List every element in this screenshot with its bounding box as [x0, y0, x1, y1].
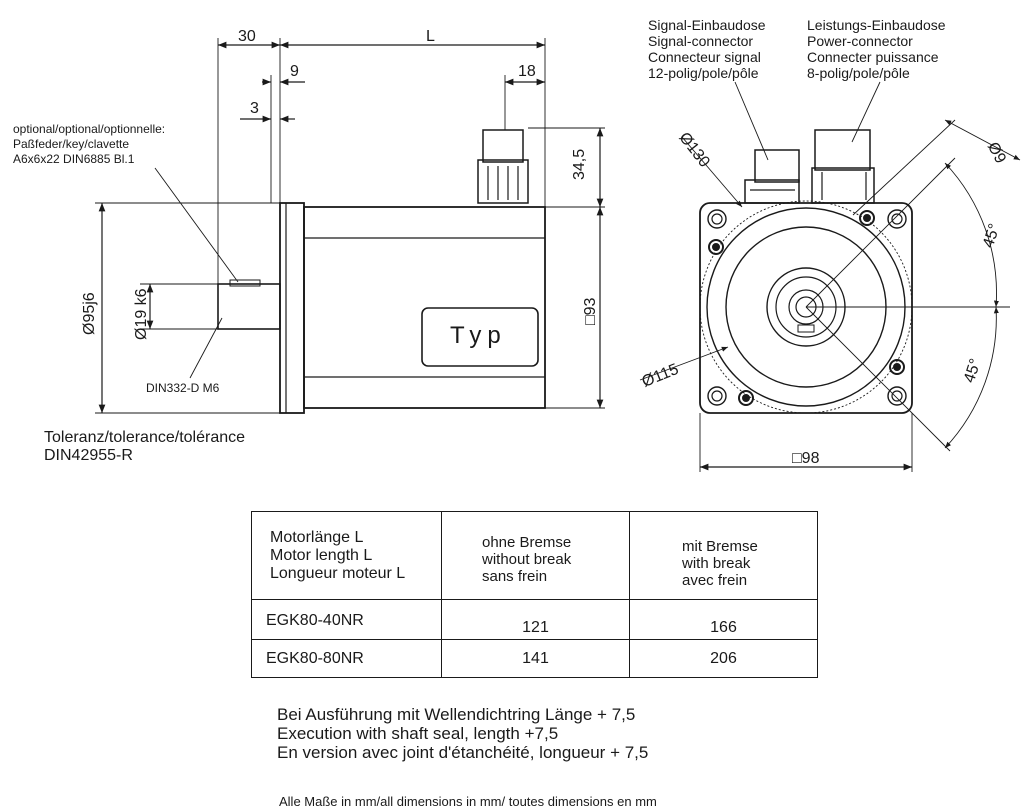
table-header-row: Motorlänge L Motor length L Longueur mot…: [251, 511, 818, 600]
header-line: mit Bremse: [682, 538, 758, 555]
angle-arc-bottom: [944, 306, 999, 449]
front-power-connector: [811, 129, 875, 204]
mounting-holes: [707, 209, 907, 406]
motor-front-view: [639, 81, 1021, 472]
dim-L-label: L: [426, 28, 435, 45]
header-line: ohne Bremse: [482, 534, 572, 551]
dim-93-label: □93: [582, 297, 599, 325]
dim-30-label: 30: [238, 28, 256, 45]
front-signal-connector: [744, 149, 800, 204]
key-note: optional/optional/optionnelle: Paßfeder/…: [13, 123, 165, 165]
shaft-key: [229, 279, 261, 287]
signal-connector-line: Signal-connector: [648, 33, 754, 49]
dim-98-label: □98: [792, 450, 820, 467]
header-without-brake: ohne Bremse without break sans frein: [441, 511, 630, 600]
type-plate-label: Typ: [450, 322, 507, 349]
shaft-seal-notes: Bei Ausführung mit Wellendichtring Länge…: [277, 705, 648, 762]
note-line: En version avec joint d'étanchéité, long…: [277, 743, 649, 762]
header-line: Longueur moteur L: [270, 565, 406, 582]
key-note-line: optional/optional/optionnelle:: [13, 122, 166, 136]
table-row: EGK80-80NR 141 206: [251, 639, 818, 678]
power-connector-label: Leistungs-Einbaudose Power-connector Con…: [807, 18, 946, 80]
thread-note: DIN332-D M6: [146, 381, 220, 395]
dia-130-leader: [681, 136, 743, 208]
note-line: Execution with shaft seal, length +7,5: [277, 724, 559, 743]
dim-18-label: 18: [518, 63, 536, 80]
key-leader: [154, 167, 239, 283]
motor-body: [303, 206, 546, 409]
tolerance-note: Toleranz/tolerance/tolérance DIN42955-R: [44, 430, 245, 464]
model-cell: EGK80-80NR: [251, 639, 442, 678]
dia-115-leader: [639, 346, 729, 381]
tolerance-line: Toleranz/tolerance/tolérance: [44, 429, 246, 446]
dim-9-label: 9: [290, 63, 299, 80]
table-row: EGK80-40NR 121 166: [251, 599, 818, 640]
key-note-line: A6x6x22 DIN6885 Bl.1: [13, 152, 135, 166]
model-cell: EGK80-40NR: [251, 599, 442, 640]
motor-flange: [279, 202, 305, 414]
header-line: Motor length L: [270, 547, 373, 564]
signal-connector-line: 12-polig/pole/pôle: [648, 65, 759, 81]
type-plate: [421, 307, 539, 367]
power-connector-line: Connecter puissance: [807, 49, 939, 65]
power-connector-line: Power-connector: [807, 33, 913, 49]
dim-3-label: 3: [250, 100, 259, 117]
header-line: Motorlänge L: [270, 529, 364, 546]
without-brake-cell: 141: [441, 639, 630, 678]
header-line: avec frein: [682, 572, 748, 589]
dimensions-footer: Alle Maße in mm/all dimensions in mm/ to…: [279, 794, 657, 809]
power-connector-line: Leistungs-Einbaudose: [807, 17, 946, 33]
note-line: Bei Ausführung mit Wellendichtring Länge…: [277, 705, 636, 724]
header-with-brake: mit Bremse with break avec frein: [629, 511, 818, 600]
thread-leader: [189, 317, 223, 379]
signal-connector-line: Connecteur signal: [648, 49, 761, 65]
power-connector-line: 8-polig/pole/pôle: [807, 65, 910, 81]
dim-95-label: Ø95j6: [81, 292, 98, 335]
signal-connector-label: Signal-Einbaudose Signal-connector Conne…: [648, 18, 766, 80]
motor-side-view: [95, 38, 605, 414]
without-brake-cell: 121: [441, 599, 630, 640]
motor-shaft: [217, 283, 281, 330]
signal-connector-line: Signal-Einbaudose: [648, 17, 766, 33]
header-line: sans frein: [482, 568, 548, 585]
dim-19-label: Ø19 k6: [133, 288, 150, 340]
motor-length-table: Motorlänge L Motor length L Longueur mot…: [251, 511, 818, 678]
side-power-connector: [477, 129, 529, 204]
angle-arc-top: [944, 162, 999, 308]
header-motor-length: Motorlänge L Motor length L Longueur mot…: [251, 511, 442, 600]
header-line: with break: [682, 555, 751, 572]
with-brake-cell: 166: [629, 599, 818, 640]
with-brake-cell: 206: [629, 639, 818, 678]
tolerance-line: DIN42955-R: [44, 447, 133, 464]
dim-34-label: 34,5: [571, 148, 588, 180]
key-note-line: Paßfeder/key/clavette: [13, 137, 130, 151]
screw-heads: [708, 210, 905, 406]
header-line: without break: [482, 551, 572, 568]
